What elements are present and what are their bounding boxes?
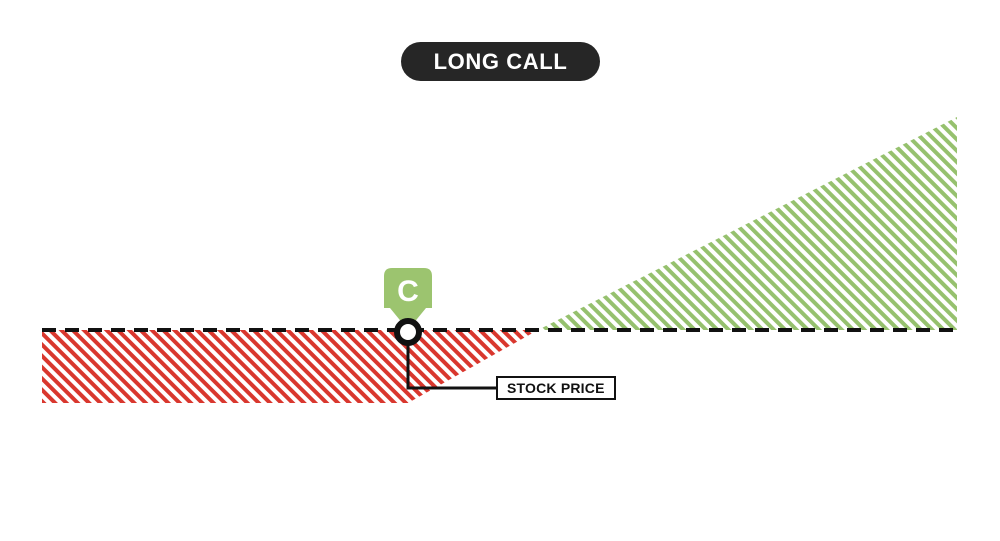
stock-price-callout: STOCK PRICE — [496, 376, 616, 400]
stock-price-label: STOCK PRICE — [507, 380, 605, 396]
loss-region — [42, 330, 538, 403]
strike-marker-label: C — [397, 275, 419, 308]
chart-title-badge: LONG CALL — [401, 42, 600, 81]
circle-point-icon — [394, 318, 422, 346]
map-pin-shape-icon — [384, 268, 432, 308]
profit-region — [538, 117, 957, 330]
map-pin-icon: C — [384, 268, 432, 330]
page-title: LONG CALL — [433, 48, 568, 74]
callout-leader-line — [406, 332, 496, 390]
